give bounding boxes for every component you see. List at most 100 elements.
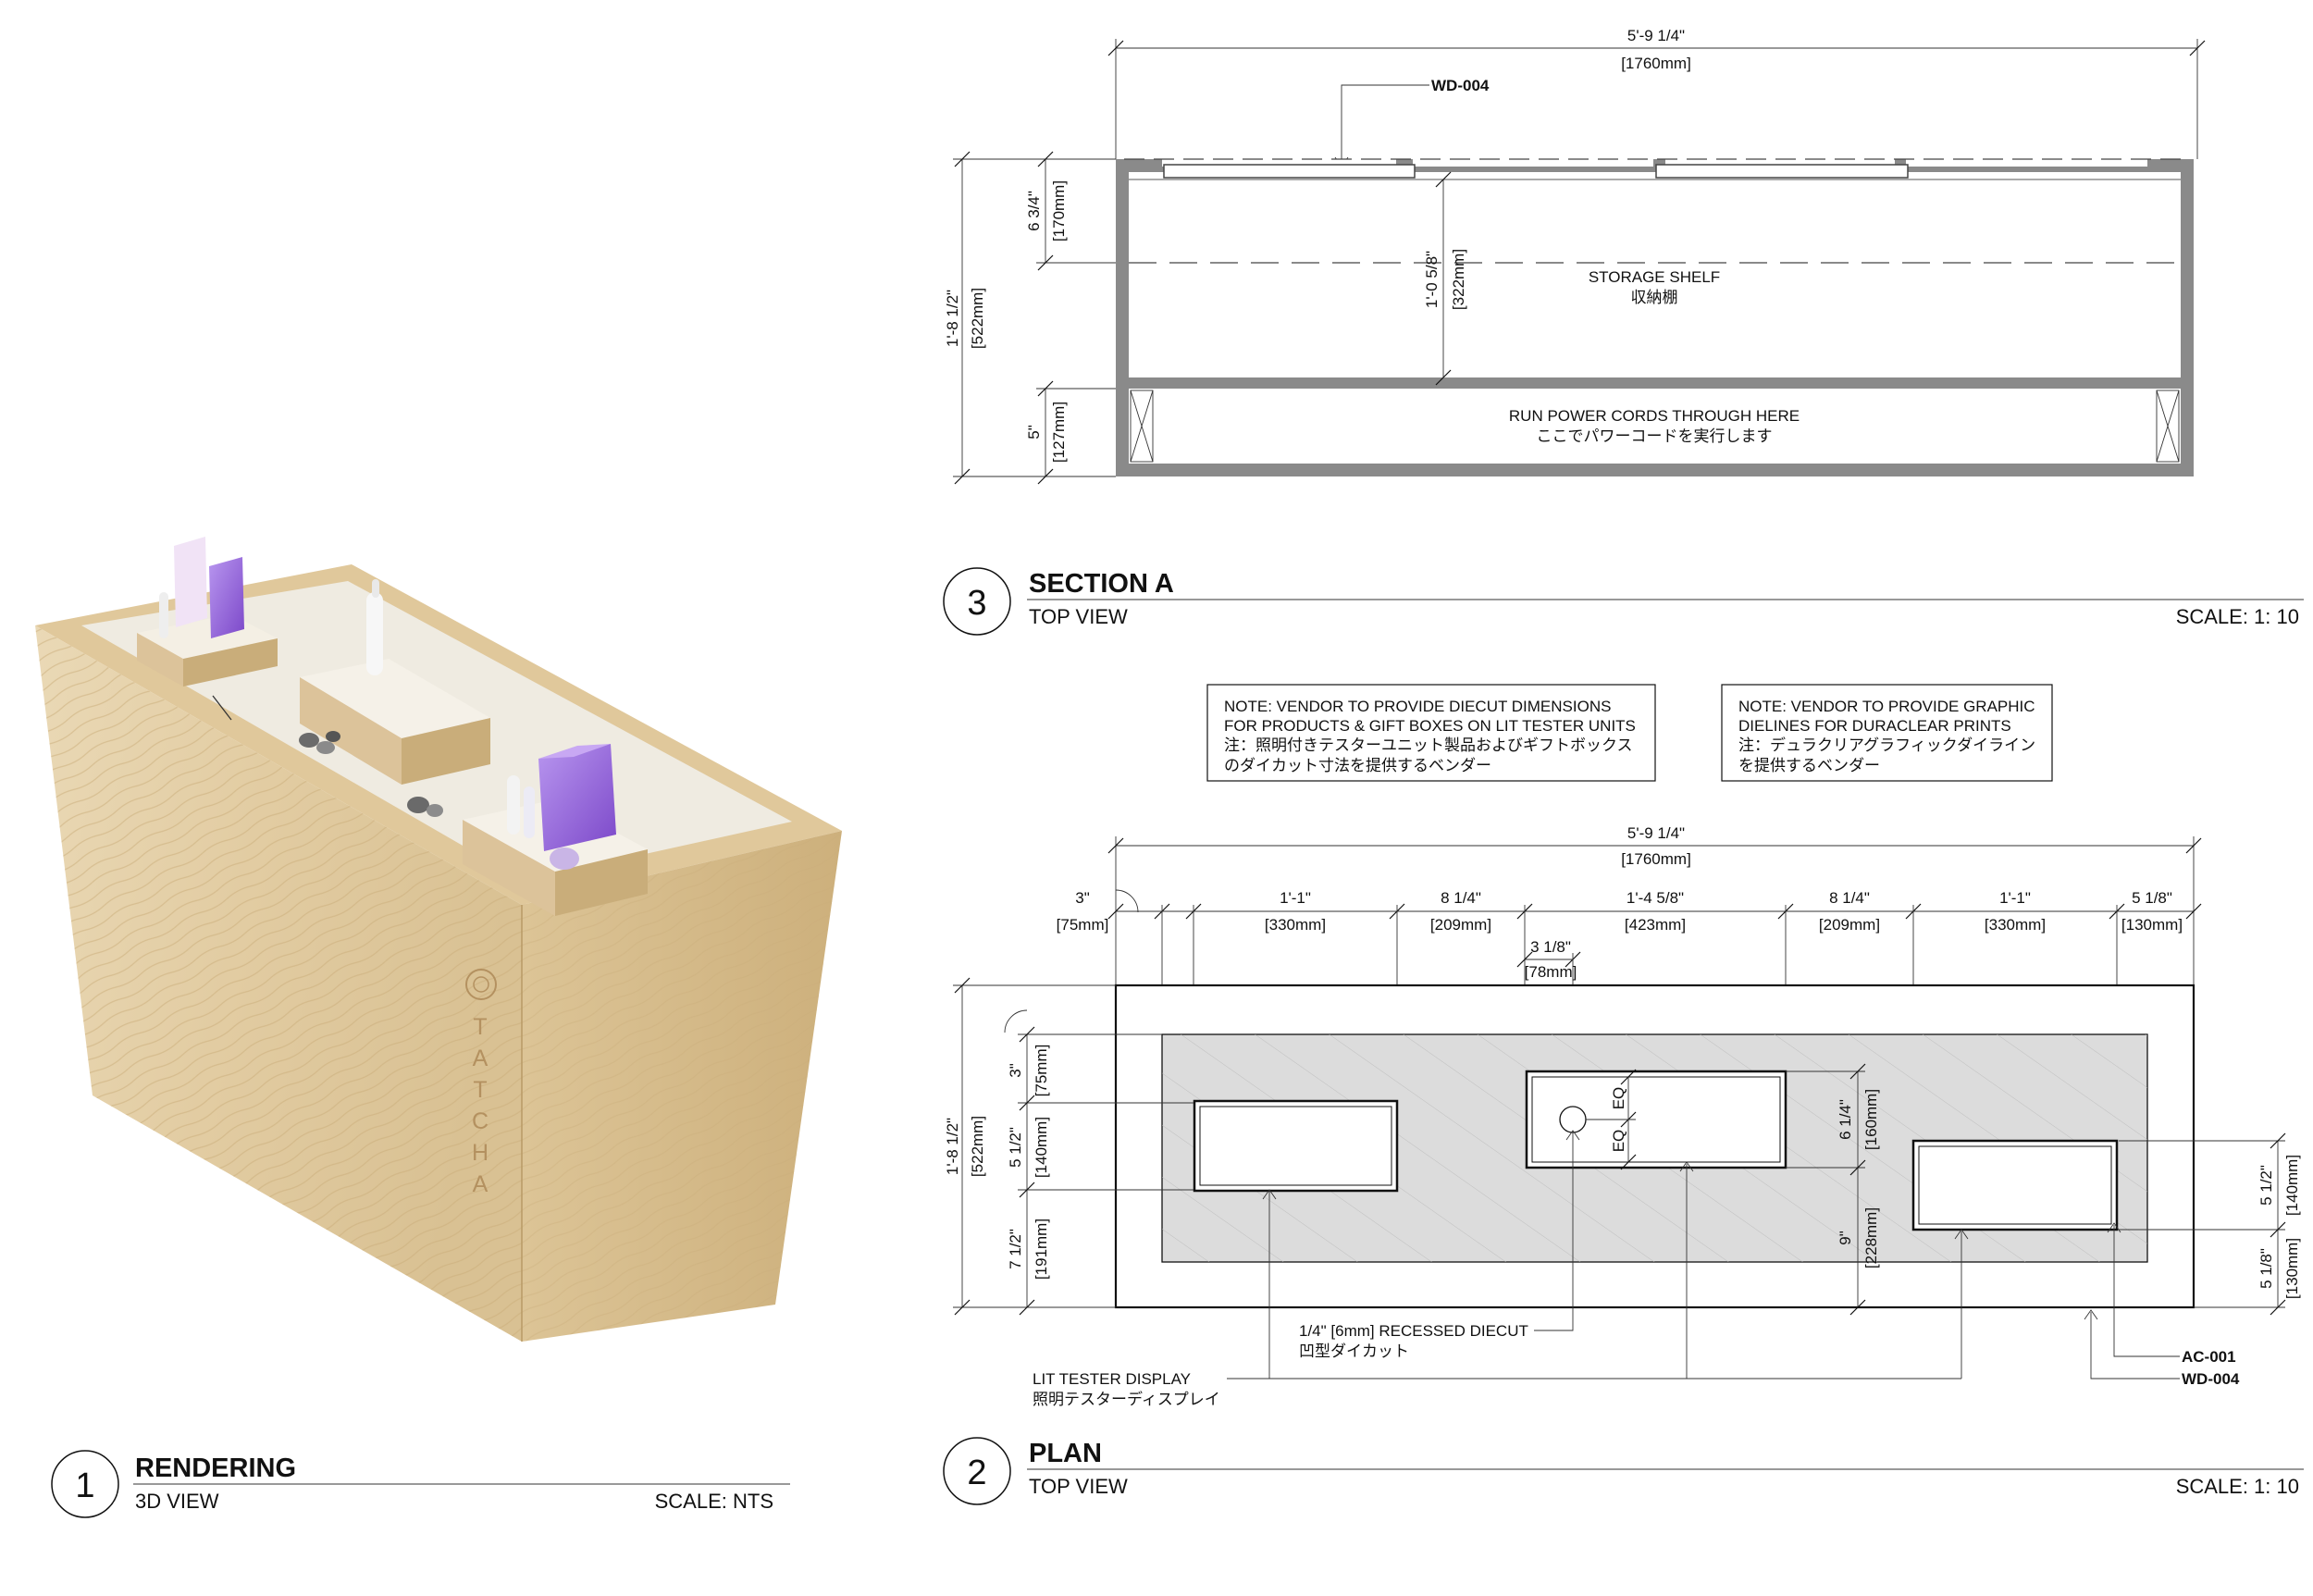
plan-dim-6: 1'-1" — [1999, 889, 2031, 907]
section-a-shelf-height-mm: [322mm] — [1450, 249, 1467, 310]
plan-dim-7-mm: [130mm] — [2121, 916, 2183, 934]
plan-overall-dim: 5'-9 1/4" — [1627, 824, 1685, 842]
rendering-number: 1 — [75, 1466, 94, 1505]
plan-right-h1-mm: [140mm] — [2283, 1155, 2301, 1216]
plan-number-circle — [943, 1437, 1011, 1505]
plan-h3-mm: [191mm] — [1033, 1219, 1050, 1280]
tatcha-brand-text: T A T C H A — [472, 1014, 490, 1197]
plan-dim-3-mm: [209mm] — [1430, 916, 1491, 934]
riser-back — [137, 537, 278, 687]
svg-text:C: C — [472, 1108, 490, 1134]
rendering-number-circle — [51, 1450, 119, 1518]
svg-text:A: A — [473, 1045, 490, 1071]
power-cords-label: RUN POWER CORDS THROUGH HERE — [1509, 407, 1800, 425]
storage-shelf-label: STORAGE SHELF — [1589, 268, 1720, 286]
plan-scale: SCALE: 1: 10 — [2176, 1475, 2299, 1498]
section-a-height-bottom-mm: [127mm] — [1050, 402, 1068, 463]
plan-drawing: 5'-9 1/4" [1760mm] 3" [75mm] 1'-1" — [944, 824, 2301, 1408]
plan-center-h2: 9" — [1837, 1231, 1854, 1245]
note2-line2: DIELINES FOR DURACLEAR PRINTS — [1738, 717, 2011, 735]
plan-dim-4: 1'-4 5/8" — [1627, 889, 1684, 907]
plan-dim-2-mm: [330mm] — [1265, 916, 1326, 934]
plan-view: TOP VIEW — [1029, 1475, 1128, 1498]
notes: NOTE: VENDOR TO PROVIDE DIECUT DIMENSION… — [1206, 684, 2053, 782]
plan-dim-6-mm: [330mm] — [1985, 916, 2046, 934]
plan-diecut-circle — [1559, 1106, 1587, 1133]
section-a-overall-dim-mm: [1760mm] — [1621, 55, 1691, 72]
plan-circle-dim: 3 1/8" — [1530, 938, 1571, 956]
riser-middle — [300, 579, 490, 785]
plan-h2: 5 1/2" — [1007, 1127, 1024, 1168]
section-a-shelf-height: 1'-0 5/8" — [1423, 251, 1441, 308]
section-a-height-total: 1'-8 1/2" — [944, 290, 961, 347]
plan-right-h1: 5 1/2" — [2257, 1165, 2275, 1206]
rendering-scale: SCALE: NTS — [655, 1490, 773, 1513]
note2-line4: を提供するベンダー — [1738, 757, 1880, 774]
tatcha-logo-icon — [465, 969, 497, 1000]
plan-number: 2 — [967, 1454, 986, 1492]
svg-text:T: T — [473, 1077, 489, 1103]
svg-text:H: H — [472, 1140, 490, 1166]
plan-center-h2-mm: [228mm] — [1862, 1207, 1880, 1268]
plan-overall-dim-mm: [1760mm] — [1621, 850, 1691, 868]
plan-dim-2: 1'-1" — [1280, 889, 1311, 907]
plan-h1-mm: [75mm] — [1033, 1045, 1050, 1097]
note1-line3: 注：照明付きテスターユニット製品およびギフトボックス — [1224, 736, 1633, 754]
plan-center-h1: 6 1/4" — [1837, 1099, 1854, 1140]
plan-h2-mm: [140mm] — [1033, 1117, 1050, 1178]
section-a-number-circle — [943, 567, 1011, 636]
section-a-title: SECTION A — [1029, 569, 1174, 599]
section-a-view: TOP VIEW — [1029, 605, 1128, 628]
lit-tester-label: LIT TESTER DISPLAY — [1033, 1370, 1191, 1388]
rendering-view: 3D VIEW — [135, 1490, 219, 1513]
section-a-scale: SCALE: 1: 10 — [2176, 605, 2299, 628]
plan-dim-4-mm: [423mm] — [1625, 916, 1686, 934]
plan-eq-top: EQ — [1610, 1087, 1627, 1110]
plan-height-total: 1'-8 1/2" — [944, 1118, 961, 1175]
wd-004-label: WD-004 — [2182, 1370, 2240, 1388]
rendering-title: RENDERING — [135, 1454, 296, 1483]
note1-line4: のダイカット寸法を提供するベンダー — [1224, 757, 1491, 774]
note-box-graphics — [1721, 684, 2053, 782]
plan-center-h1-mm: [160mm] — [1862, 1089, 1880, 1150]
stone-2 — [407, 797, 429, 813]
note2-line3: 注：デュラクリアグラフィックダイライン — [1738, 736, 2035, 754]
section-a-height-bottom: 5" — [1025, 425, 1043, 439]
plan-dim-1-mm: [75mm] — [1057, 916, 1109, 934]
recessed-diecut-label-jp: 凹型ダイカット — [1299, 1342, 1409, 1360]
note1-line2: FOR PRODUCTS & GIFT BOXES ON LIT TESTER … — [1224, 717, 1636, 735]
ac-001-label: AC-001 — [2182, 1348, 2236, 1366]
section-a-height-top: 6 3/4" — [1025, 191, 1043, 231]
section-a-height-total-mm: [522mm] — [969, 288, 986, 349]
section-a-callout-wd: WD-004 — [1431, 77, 1490, 94]
section-a-height-top-mm: [170mm] — [1050, 180, 1068, 241]
plan-right-h2: 5 1/8" — [2257, 1248, 2275, 1289]
plan-dim-5-mm: [209mm] — [1819, 916, 1880, 934]
note-box-diecut — [1206, 684, 1656, 782]
riser-front — [463, 744, 648, 916]
plan-dim-3: 8 1/4" — [1441, 889, 1481, 907]
plan-height-total-mm: [522mm] — [969, 1116, 986, 1177]
plan-title-block: 2 PLAN TOP VIEW SCALE: 1: 10 — [943, 1437, 2304, 1505]
plan-title: PLAN — [1029, 1439, 1102, 1468]
plan-h1: 3" — [1007, 1063, 1024, 1078]
rendering-3d-view: T A T C H A — [35, 537, 842, 1342]
plan-h3: 7 1/2" — [1007, 1229, 1024, 1269]
section-a-overall-dim: 5'-9 1/4" — [1627, 27, 1685, 44]
svg-text:A: A — [473, 1171, 490, 1197]
recessed-diecut-label: 1/4" [6mm] RECESSED DIECUT — [1299, 1322, 1528, 1340]
plan-circle-dim-mm: [78mm] — [1525, 963, 1577, 981]
plan-eq-bottom: EQ — [1610, 1130, 1627, 1153]
plan-dim-7: 5 1/8" — [2132, 889, 2172, 907]
power-cords-label-jp: ここでパワーコードを実行します — [1537, 427, 1773, 445]
section-a-drawing: 5'-9 1/4" [1760mm] WD-004 1'-0 5/8" — [944, 27, 2206, 485]
note1-line1: NOTE: VENDOR TO PROVIDE DIECUT DIMENSION… — [1224, 698, 1611, 715]
svg-text:T: T — [473, 1014, 489, 1040]
section-a-number: 3 — [967, 584, 986, 623]
plan-dim-1: 3" — [1075, 889, 1090, 907]
stone-1 — [299, 733, 319, 748]
storage-shelf-label-jp: 収納棚 — [1631, 289, 1678, 306]
rendering-title-block: 1 RENDERING 3D VIEW SCALE: NTS — [51, 1450, 790, 1518]
plan-dim-5: 8 1/4" — [1829, 889, 1870, 907]
